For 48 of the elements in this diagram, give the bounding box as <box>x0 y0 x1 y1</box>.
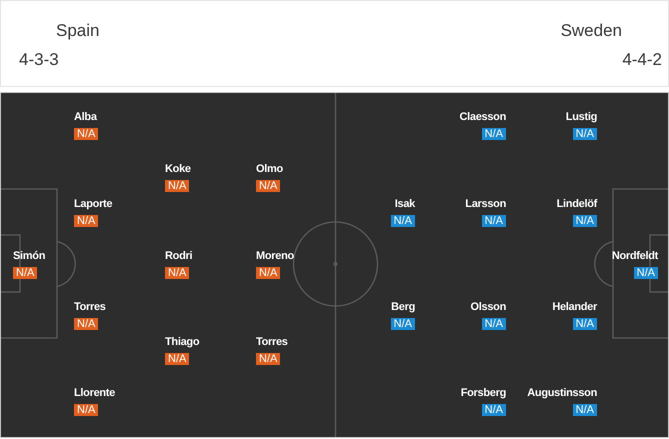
player-name: Berg <box>391 301 415 314</box>
player-name: Isak <box>394 198 415 211</box>
player-name: Thiago <box>165 336 200 349</box>
rating-badge: N/A <box>390 215 415 227</box>
player-name: Lindelöf <box>556 198 597 211</box>
team-name: Sweden <box>560 21 622 41</box>
player-name: Simón <box>13 250 46 263</box>
rating-badge: N/A <box>165 353 190 365</box>
player-name: Moreno <box>256 250 294 263</box>
team-name: Spain <box>56 21 100 41</box>
player-name: Llorente <box>74 387 115 400</box>
rating-badge: N/A <box>482 318 506 330</box>
rating-badge: N/A <box>74 128 98 140</box>
player-name: Larsson <box>465 198 506 211</box>
player-name: Olsson <box>470 301 506 314</box>
player-name: Torres <box>256 336 288 349</box>
rating-badge: N/A <box>482 128 506 140</box>
rating-badge: N/A <box>256 180 280 192</box>
rating-badge: N/A <box>13 267 38 279</box>
player-name: Nordfeldt <box>612 250 658 263</box>
formation-label: 4-4-2 <box>622 50 662 70</box>
rating-badge: N/A <box>256 267 280 279</box>
player-name: Olmo <box>256 163 283 176</box>
rating-badge: N/A <box>74 404 98 416</box>
rating-badge: N/A <box>165 267 190 279</box>
player-name: Rodri <box>165 250 192 263</box>
player-name: Alba <box>74 111 97 124</box>
rating-badge: N/A <box>390 318 415 330</box>
player-name: Lustig <box>566 111 597 124</box>
rating-badge: N/A <box>634 267 658 279</box>
player-name: Claesson <box>459 111 506 124</box>
player-name: Forsberg <box>460 387 506 400</box>
rating-badge: N/A <box>74 215 98 227</box>
rating-badge: N/A <box>165 180 190 192</box>
player-name: Helander <box>552 301 597 314</box>
formation-label: 4-3-3 <box>19 50 59 70</box>
rating-badge: N/A <box>74 318 98 330</box>
player-name: Koke <box>165 163 191 176</box>
rating-badge: N/A <box>482 215 506 227</box>
player-name: Laporte <box>74 198 112 211</box>
rating-badge: N/A <box>572 404 597 416</box>
rating-badge: N/A <box>572 318 597 330</box>
rating-badge: N/A <box>256 353 280 365</box>
player-name: Torres <box>74 301 106 314</box>
rating-badge: N/A <box>482 404 506 416</box>
rating-badge: N/A <box>572 215 597 227</box>
rating-badge: N/A <box>572 128 597 140</box>
player-name: Augustinsson <box>527 387 597 400</box>
